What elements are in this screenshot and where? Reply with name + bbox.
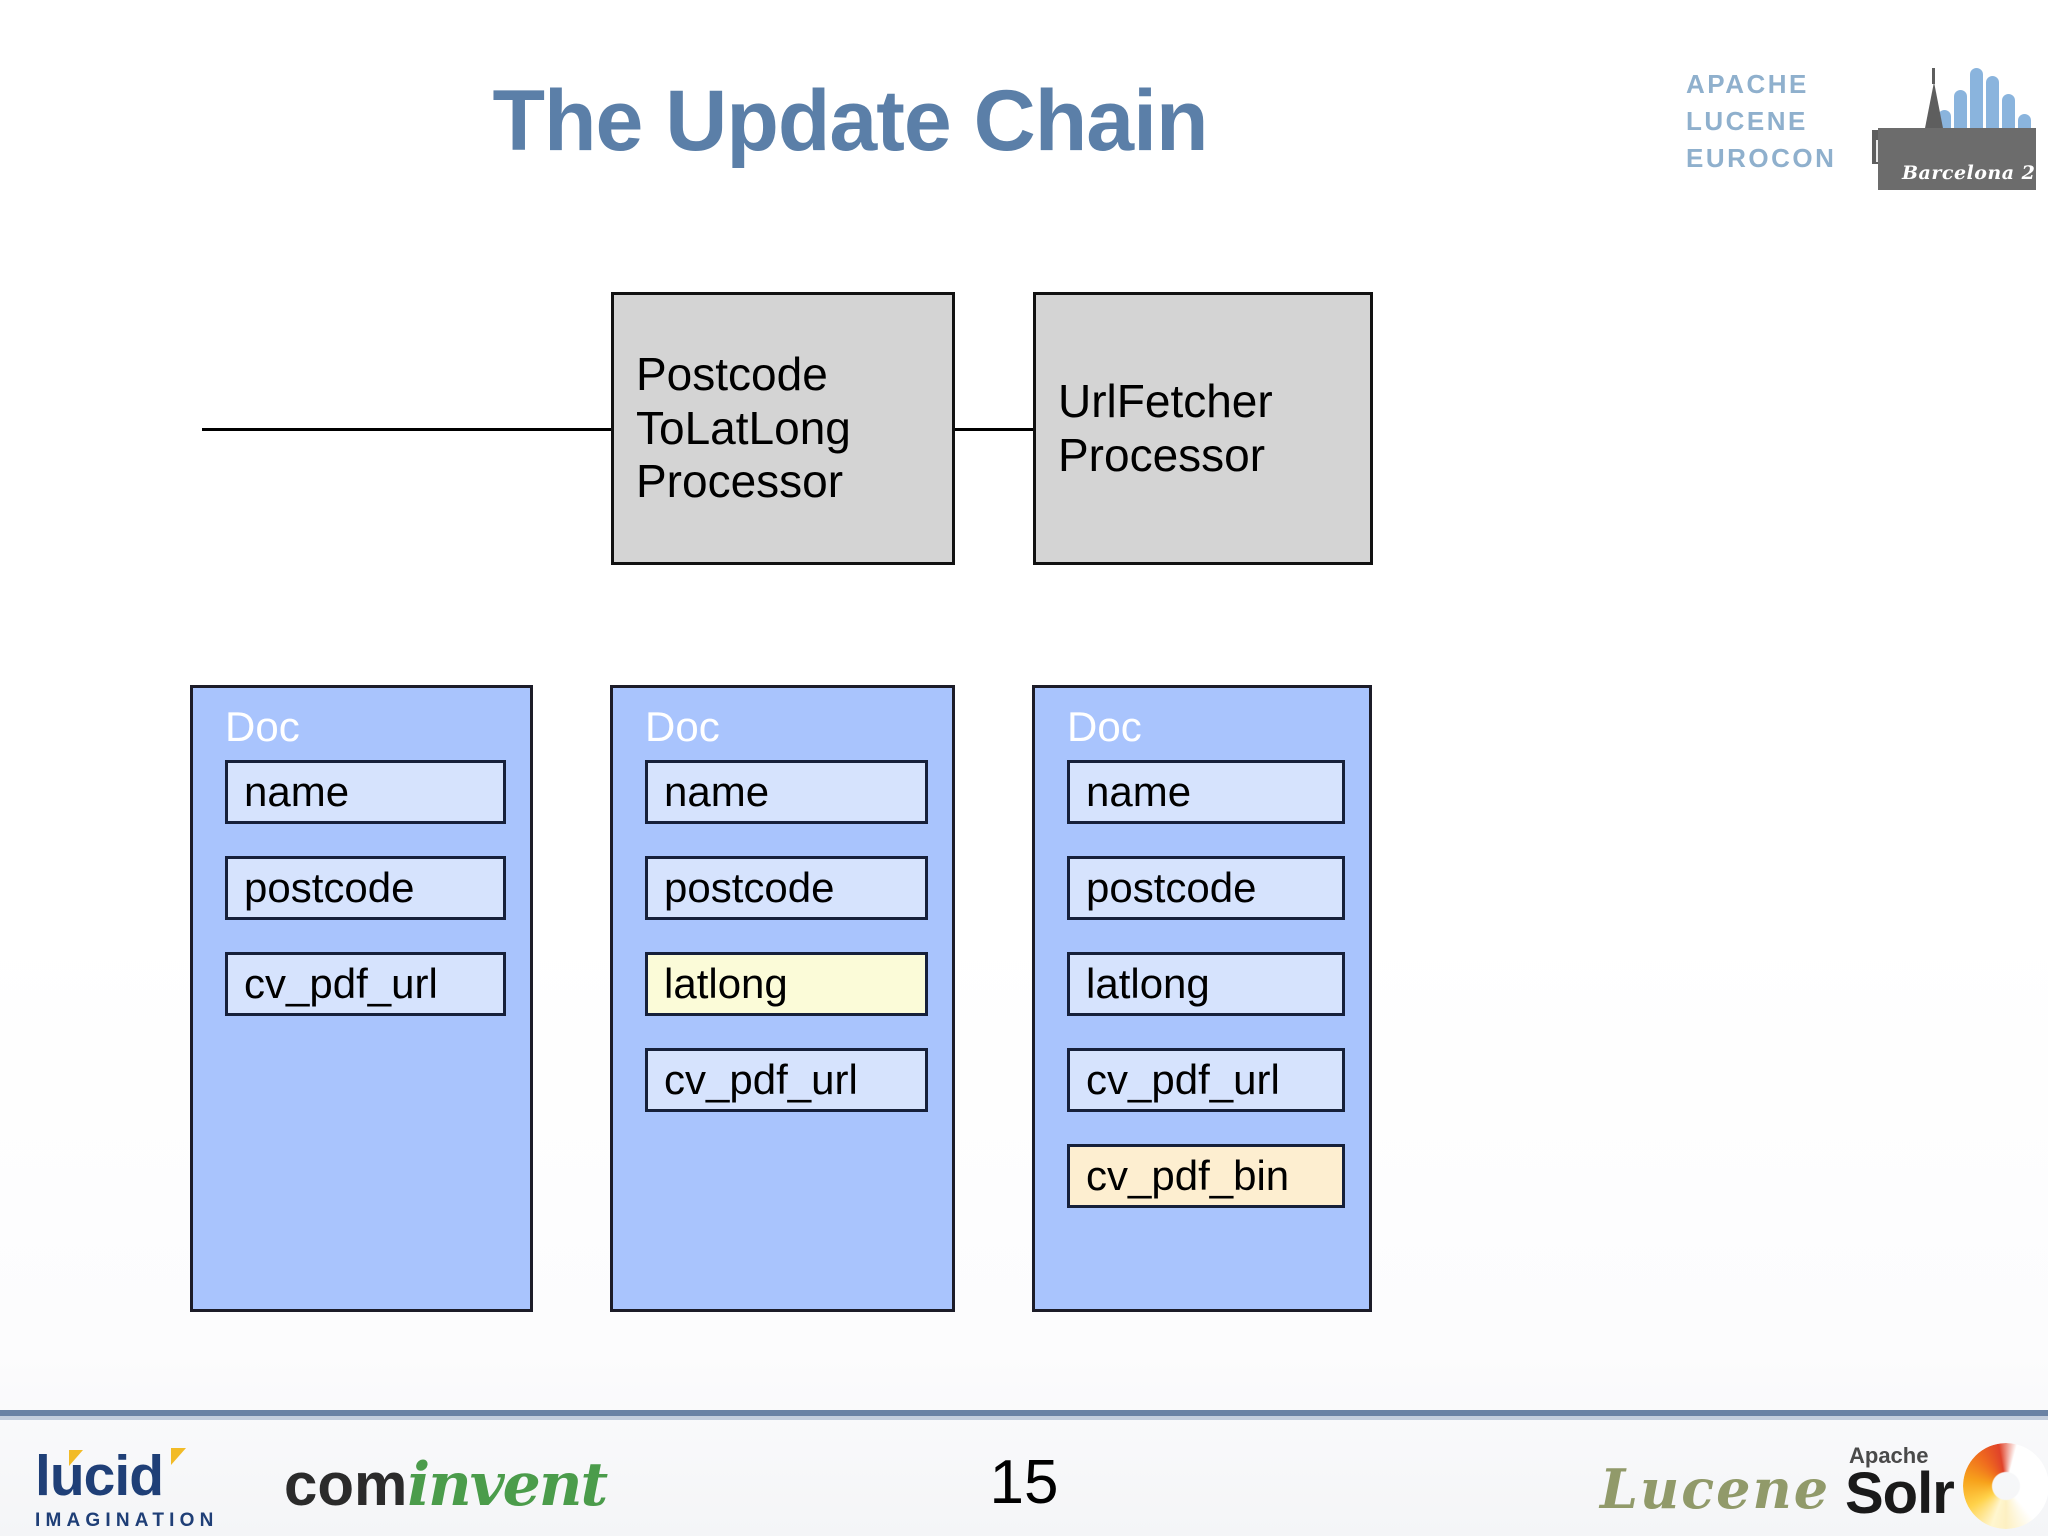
doc-field[interactable]: latlong <box>1067 952 1345 1016</box>
doc-title-3: Doc <box>1067 703 1142 750</box>
doc-field-list-3: name postcode latlong cv_pdf_url cv_pdf_… <box>1049 760 1355 1208</box>
doc-field[interactable]: cv_pdf_url <box>645 1048 928 1112</box>
doc-field-highlighted[interactable]: cv_pdf_bin <box>1067 1144 1345 1208</box>
doc-field[interactable]: name <box>1067 760 1345 824</box>
page-title: The Update Chain <box>492 73 1208 169</box>
doc-field[interactable]: name <box>225 760 506 824</box>
doc-field[interactable]: postcode <box>645 856 928 920</box>
doc-field[interactable]: cv_pdf_url <box>1067 1048 1345 1112</box>
eurocon-line-eurocon: EUROCON <box>1686 142 1837 173</box>
doc-field[interactable]: name <box>645 760 928 824</box>
doc-title-2: Doc <box>645 703 720 750</box>
lucid-accent-triangle-left-icon <box>69 1450 83 1466</box>
solr-apache-label: Apache <box>1849 1443 1929 1468</box>
solr-sunburst-icon <box>1963 1443 2048 1529</box>
barcelona-skyline-icon: Barcelona 2011 <box>1862 62 2048 190</box>
apache-lucene-eurocon-logo: APACHE LUCENE EUROCON Barcelona 2011 <box>1686 62 2048 194</box>
eurocon-line-apache: APACHE <box>1686 69 1809 99</box>
barcelona-badge: Barcelona 2011 <box>1878 128 2048 190</box>
connector-line-between-processors <box>953 428 1035 431</box>
doc-title-1: Doc <box>225 703 300 750</box>
lucid-imagination-logo: lucid IMAGINATION <box>35 1448 231 1532</box>
page-number: 15 <box>989 1448 1059 1517</box>
cominvent-com-part: com <box>284 1451 408 1518</box>
barcelona-badge-text: Barcelona 2011 <box>1902 162 2048 184</box>
doc-container-3[interactable]: Doc name postcode latlong cv_pdf_url cv_… <box>1032 685 1372 1312</box>
eurocon-line-lucene: LUCENE <box>1686 105 1808 136</box>
doc-field-list-1: name postcode cv_pdf_url <box>207 760 516 1016</box>
lucid-subtitle: IMAGINATION <box>35 1510 219 1531</box>
footer-divider-shadow <box>0 1416 2048 1420</box>
cominvent-logo: cominvent <box>284 1455 608 1516</box>
lucene-logo: Lucene <box>1600 1457 1831 1521</box>
doc-field[interactable]: cv_pdf_url <box>225 952 506 1016</box>
eiffel-spike-icon <box>1932 68 1935 84</box>
lucid-wordmark: lucid <box>35 1444 164 1508</box>
footer-divider <box>0 1410 2048 1416</box>
doc-field-highlighted[interactable]: latlong <box>645 952 928 1016</box>
doc-field-list-2: name postcode latlong cv_pdf_url <box>627 760 938 1112</box>
doc-field[interactable]: postcode <box>225 856 506 920</box>
doc-container-1[interactable]: Doc name postcode cv_pdf_url <box>190 685 533 1312</box>
solr-wordmark: Solr <box>1845 1461 1955 1526</box>
lucid-accent-triangle-right-icon <box>171 1448 186 1465</box>
apache-solr-logo: Apache Solr <box>1845 1443 2048 1533</box>
cominvent-invent-part: invent <box>407 1450 608 1520</box>
eurocon-wordmark: APACHE LUCENE EUROCON <box>1686 66 1868 177</box>
doc-field[interactable]: postcode <box>1067 856 1345 920</box>
doc-container-2[interactable]: Doc name postcode latlong cv_pdf_url <box>610 685 955 1312</box>
connector-line-inbound <box>202 428 612 431</box>
